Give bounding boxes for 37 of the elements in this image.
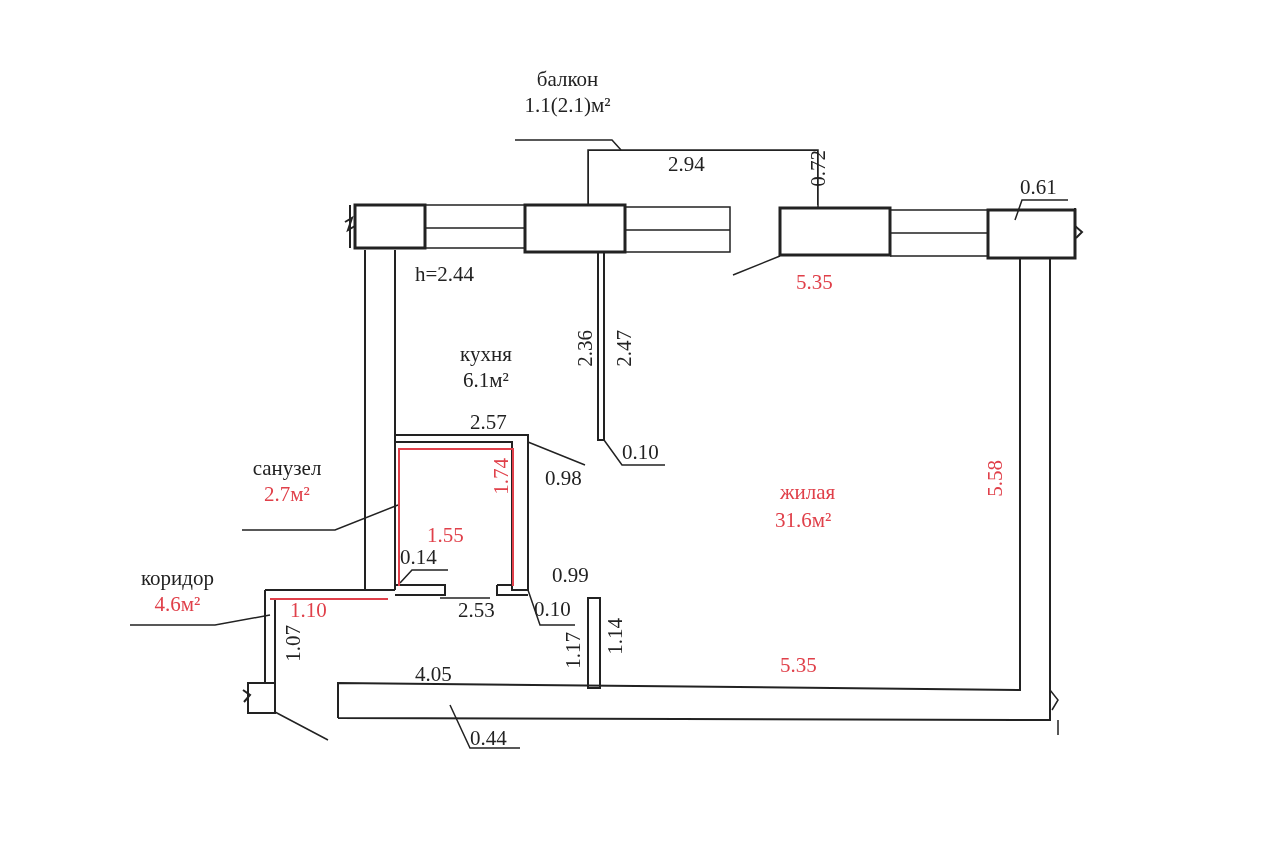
dimension-label: 0.98 <box>545 466 582 490</box>
dimension-label: 1.17 <box>561 632 585 669</box>
dimension-label: 2.57 <box>470 410 507 434</box>
dimension-label: 1.07 <box>281 625 305 662</box>
dimension-label: 2.36 <box>573 330 597 367</box>
dimension-label: 2.47 <box>612 330 636 367</box>
dimension-label: жилая <box>780 480 836 504</box>
dimension-label: 4.05 <box>415 662 452 686</box>
dimension-label: h=2.44 <box>415 262 475 286</box>
leader-line <box>129 614 271 626</box>
dimension-label: 1.10 <box>290 598 327 622</box>
dimension-label: 2.94 <box>668 152 705 176</box>
room-name: коридор <box>140 565 215 591</box>
dimension-label: 2.53 <box>458 598 495 622</box>
room-name: санузел <box>252 455 322 481</box>
room-area: 2.7м² <box>264 481 310 507</box>
dimension-label: 5.35 <box>796 270 833 294</box>
dimension-label: 1.55 <box>427 523 464 547</box>
leader-line <box>514 139 622 151</box>
dimension-label: 0.10 <box>534 597 571 621</box>
dimension-label: 0.10 <box>622 440 659 464</box>
dimension-label: кухня <box>460 342 512 366</box>
room-area: 4.6м² <box>154 591 201 617</box>
dimension-label: 0.99 <box>552 563 589 587</box>
dimension-label: 1.14 <box>603 618 627 655</box>
room-name: балкон <box>536 66 599 92</box>
dimension-label: 0.61 <box>1020 175 1057 199</box>
dimension-label: 0.14 <box>400 545 437 569</box>
dimension-label: 5.58 <box>983 460 1007 497</box>
bathroom-area <box>398 448 514 586</box>
dimension-label: 31.6м² <box>775 508 832 532</box>
leader-line <box>241 504 399 531</box>
dimension-label: 0.44 <box>470 726 507 750</box>
room-area: 1.1(2.1)м² <box>524 92 611 118</box>
dimension-label: 6.1м² <box>463 368 509 392</box>
dimension-label: 1.74 <box>489 458 513 495</box>
dimension-label: 5.35 <box>780 653 817 677</box>
